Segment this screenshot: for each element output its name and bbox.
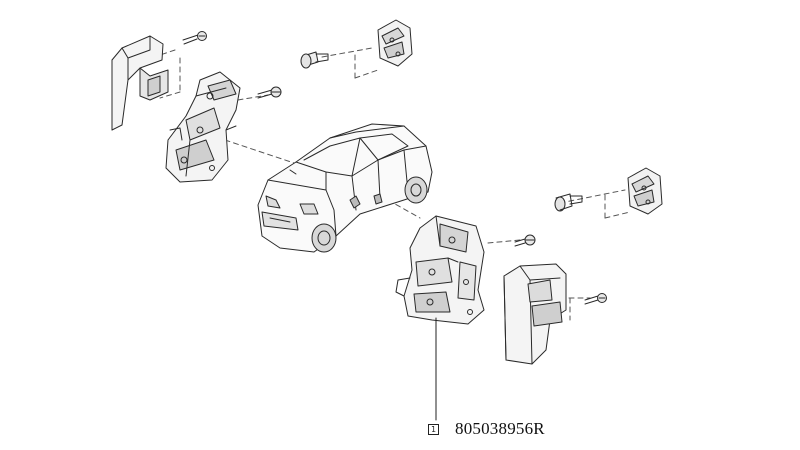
striker-icon — [300, 19, 413, 69]
car-icon — [257, 123, 433, 253]
screw-icon — [584, 293, 607, 305]
screw-icon — [514, 234, 536, 247]
door-lock-icon — [165, 71, 241, 183]
screw-icon — [257, 86, 282, 99]
part-number-label[interactable]: 805038956R — [455, 419, 545, 438]
callout-index-box: 1 — [428, 423, 439, 435]
handle-bracket-icon — [111, 35, 169, 131]
screw-icon — [182, 31, 207, 45]
striker-icon — [554, 167, 663, 215]
door-lock-icon — [395, 215, 485, 325]
part-callout: 1 805038956R — [428, 418, 545, 440]
handle-bracket-icon — [503, 263, 567, 365]
